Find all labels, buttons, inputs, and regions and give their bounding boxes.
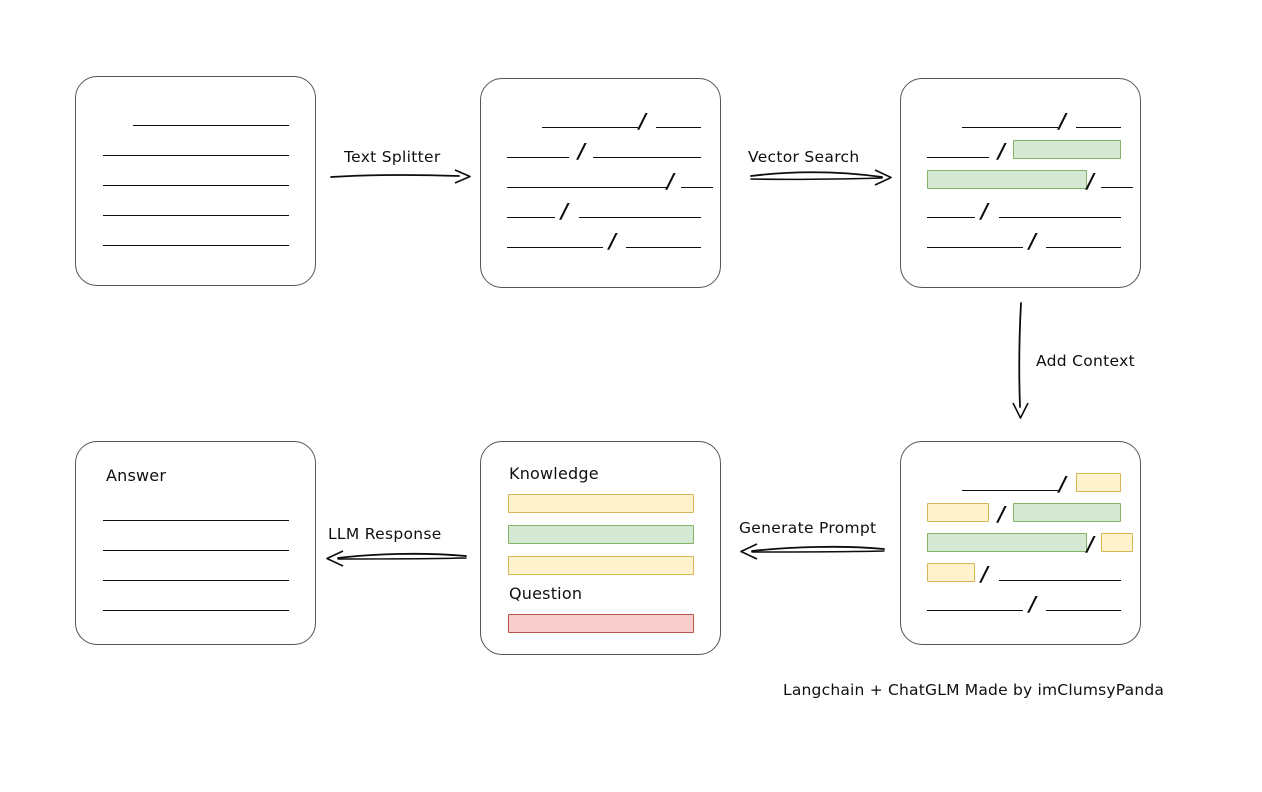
text-line-segment — [507, 157, 569, 158]
text-line-segment — [103, 215, 289, 216]
chunk-separator-slash: / — [998, 502, 1006, 526]
node-answer-label: Answer — [106, 466, 167, 485]
text-line-segment — [927, 217, 975, 218]
chunk-separator-slash: / — [998, 139, 1006, 163]
yellow-highlight-segment — [1076, 473, 1121, 492]
yellow-highlight-segment — [927, 563, 975, 582]
edge-label-llm-response: LLM Response — [328, 525, 442, 543]
text-line-segment — [927, 157, 989, 158]
text-line-segment — [133, 125, 289, 126]
text-line-segment — [103, 520, 289, 521]
text-line-segment — [1101, 187, 1133, 188]
text-line-segment — [626, 247, 701, 248]
edge-label-add-context: Add Context — [1036, 352, 1135, 370]
text-line-segment — [103, 550, 289, 551]
green-highlight-segment — [1013, 140, 1121, 159]
chunk-separator-slash: / — [1087, 169, 1095, 193]
chunk-separator-slash: / — [1029, 592, 1037, 616]
node-split-chunks: / / / / / — [480, 78, 721, 288]
text-line-segment — [103, 155, 289, 156]
arrow-vector-search — [750, 169, 892, 186]
text-line-segment — [962, 127, 1058, 128]
node-answer: Answer — [75, 441, 316, 645]
node-context-added-chunks: / / / / / — [900, 441, 1141, 645]
text-line-segment — [507, 217, 555, 218]
arrow-text-splitter — [330, 169, 471, 184]
chunk-separator-slash: / — [578, 139, 586, 163]
green-highlight-segment — [1013, 503, 1121, 522]
text-line-segment — [962, 490, 1058, 491]
text-line-segment — [103, 185, 289, 186]
text-line-segment — [999, 580, 1121, 581]
text-line-segment — [1076, 127, 1121, 128]
red-content-bar — [508, 614, 694, 633]
prompt-section-heading: Question — [509, 584, 583, 603]
yellow-content-bar — [508, 556, 694, 575]
text-line-segment — [656, 127, 701, 128]
chunk-separator-slash: / — [1029, 229, 1037, 253]
chunk-separator-slash: / — [1087, 532, 1095, 556]
chunk-separator-slash: / — [1059, 472, 1067, 496]
arrow-generate-prompt — [740, 543, 885, 560]
text-line-segment — [579, 217, 701, 218]
text-line-segment — [999, 217, 1121, 218]
chunk-separator-slash: / — [561, 199, 569, 223]
text-line-segment — [1046, 610, 1121, 611]
chunk-separator-slash: / — [981, 199, 989, 223]
yellow-highlight-segment — [927, 503, 989, 522]
green-content-bar — [508, 525, 694, 544]
green-highlight-segment — [927, 170, 1087, 189]
edge-label-vector-search: Vector Search — [748, 148, 860, 166]
node-source-document — [75, 76, 316, 286]
yellow-highlight-segment — [1101, 533, 1133, 552]
edge-label-generate-prompt: Generate Prompt — [739, 519, 877, 537]
diagram-caption: Langchain + ChatGLM Made by imClumsyPand… — [783, 681, 1165, 699]
chunk-separator-slash: / — [1059, 109, 1067, 133]
text-line-segment — [1046, 247, 1121, 248]
prompt-section-heading: Knowledge — [509, 464, 599, 483]
text-line-segment — [507, 247, 603, 248]
chunk-separator-slash: / — [609, 229, 617, 253]
text-line-segment — [593, 157, 701, 158]
node-vector-matched-chunks: / / / / / — [900, 78, 1141, 288]
yellow-content-bar — [508, 494, 694, 513]
edge-label-text-splitter: Text Splitter — [344, 148, 441, 166]
chunk-separator-slash: / — [639, 109, 647, 133]
text-line-segment — [681, 187, 713, 188]
green-highlight-segment — [927, 533, 1087, 552]
chunk-separator-slash: / — [667, 169, 675, 193]
arrow-llm-response — [326, 550, 467, 567]
chunk-separator-slash: / — [981, 562, 989, 586]
text-line-segment — [927, 610, 1023, 611]
text-line-segment — [103, 610, 289, 611]
text-line-segment — [542, 127, 638, 128]
text-line-segment — [103, 580, 289, 581]
arrow-add-context — [1012, 302, 1029, 419]
text-line-segment — [507, 187, 667, 188]
text-line-segment — [927, 247, 1023, 248]
text-line-segment — [103, 245, 289, 246]
